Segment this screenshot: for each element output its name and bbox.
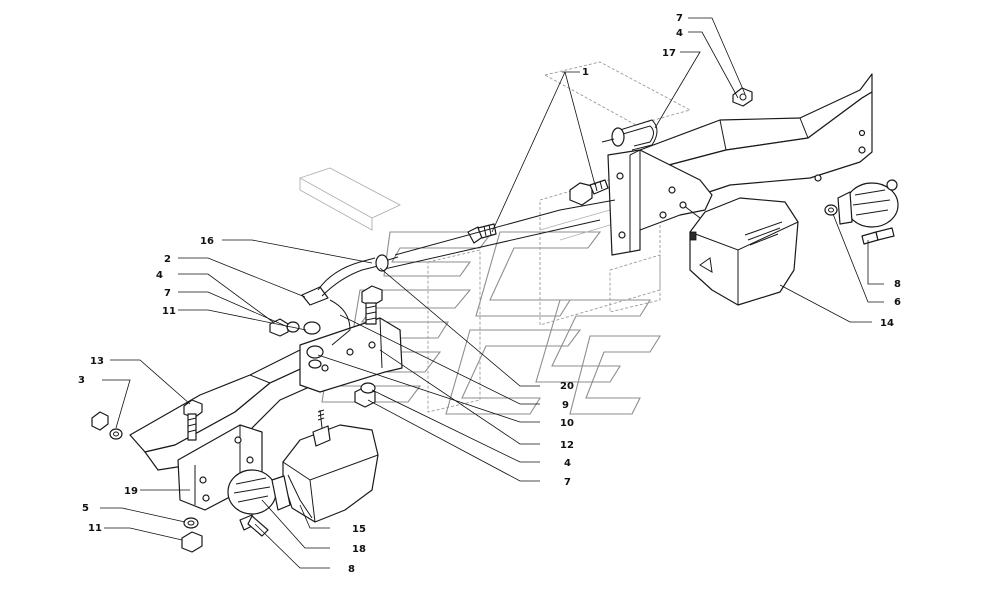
callout-8-right: 8 bbox=[894, 279, 901, 290]
callout-11-upper: 11 bbox=[162, 306, 176, 317]
wire-loop-17 bbox=[601, 119, 658, 151]
callout-10: 10 bbox=[560, 418, 574, 429]
upper-left-bracket bbox=[299, 317, 403, 393]
callout-2: 2 bbox=[164, 254, 171, 265]
callout-labels: 1 7 4 17 16 2 4 7 11 13 3 19 5 11 8 6 14… bbox=[78, 13, 901, 575]
callout-14: 14 bbox=[880, 318, 894, 329]
callout-4-mid: 4 bbox=[564, 458, 571, 469]
bolt-left-vertical bbox=[361, 285, 383, 325]
callout-7-mid: 7 bbox=[564, 477, 571, 488]
bolt-center-lower bbox=[467, 223, 497, 244]
rear-lamp-right bbox=[679, 197, 799, 306]
callout-4-left: 4 bbox=[156, 270, 163, 281]
callout-16: 16 bbox=[200, 236, 214, 247]
ghost-frame-outline bbox=[298, 61, 692, 413]
small-hardware-right bbox=[732, 87, 895, 245]
callout-6: 6 bbox=[894, 297, 901, 308]
callout-18: 18 bbox=[352, 544, 366, 555]
callout-12: 12 bbox=[560, 440, 574, 451]
callout-20: 20 bbox=[560, 381, 574, 392]
callout-11-lower: 11 bbox=[88, 523, 102, 534]
callout-9: 9 bbox=[562, 400, 569, 411]
callout-7-top: 7 bbox=[676, 13, 683, 24]
callout-7-left: 7 bbox=[164, 288, 171, 299]
rear-lamp-left bbox=[282, 409, 379, 523]
bolt-center-upper bbox=[569, 179, 609, 206]
leader-lines bbox=[100, 17, 884, 569]
reflector-right bbox=[837, 179, 899, 228]
callout-15: 15 bbox=[352, 524, 366, 535]
callout-1: 1 bbox=[582, 67, 589, 78]
wire-loop-16 bbox=[301, 254, 399, 346]
cable-run bbox=[379, 199, 616, 271]
reflector-left bbox=[227, 469, 291, 515]
callout-17: 17 bbox=[662, 48, 676, 59]
callout-3: 3 bbox=[78, 375, 85, 386]
callout-8-lower: 8 bbox=[348, 564, 355, 575]
callout-5: 5 bbox=[82, 503, 89, 514]
callout-13: 13 bbox=[90, 356, 104, 367]
callout-4-top: 4 bbox=[676, 28, 683, 39]
callout-19: 19 bbox=[124, 486, 138, 497]
